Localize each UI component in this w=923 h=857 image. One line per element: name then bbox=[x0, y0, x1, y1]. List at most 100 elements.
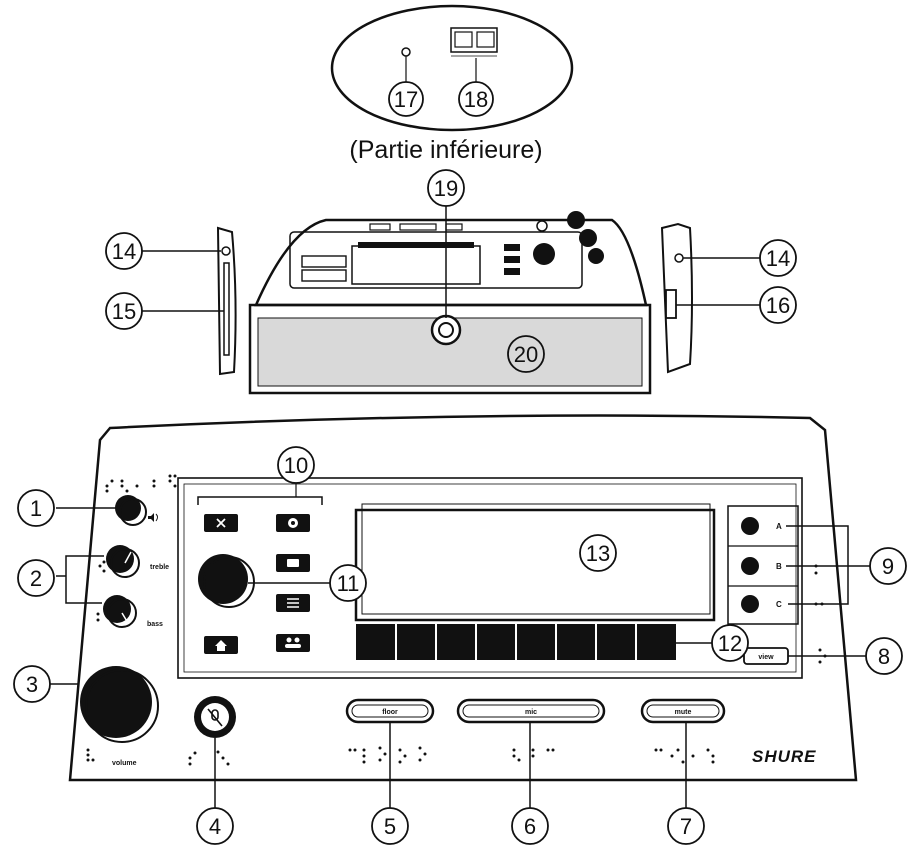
console-body bbox=[68, 414, 858, 782]
svg-text:3: 3 bbox=[26, 672, 38, 697]
rj45-ports bbox=[450, 27, 498, 57]
svg-text:10: 10 bbox=[284, 453, 308, 478]
callout-19: 19 bbox=[427, 169, 465, 207]
callout-18: 18 bbox=[458, 81, 494, 117]
floor-button[interactable]: floor bbox=[345, 698, 435, 724]
callout-17: 17 bbox=[388, 81, 424, 117]
group-button[interactable] bbox=[276, 634, 310, 652]
svg-text:14: 14 bbox=[766, 246, 790, 271]
mic-label: mic bbox=[525, 709, 537, 716]
svg-text:14: 14 bbox=[112, 239, 136, 264]
channel-c-button[interactable]: C bbox=[741, 595, 782, 613]
mute-label: mute bbox=[675, 709, 692, 716]
list-button[interactable] bbox=[276, 594, 310, 612]
treble-label: treble bbox=[150, 564, 169, 571]
channel-c-label: C bbox=[776, 600, 782, 609]
rear-view bbox=[248, 206, 652, 395]
bottom-view-ellipse bbox=[330, 4, 574, 132]
treble-knob[interactable] bbox=[106, 545, 140, 578]
main-display bbox=[354, 508, 716, 622]
card-slot bbox=[223, 262, 230, 356]
view-button[interactable]: view bbox=[743, 647, 789, 665]
left-side-view bbox=[140, 226, 237, 376]
function-key-strip[interactable] bbox=[356, 624, 676, 660]
svg-text:13: 13 bbox=[586, 541, 610, 566]
bass-label: bass bbox=[147, 621, 163, 628]
volume-label: volume bbox=[112, 760, 137, 767]
mute-button[interactable]: mute bbox=[640, 698, 726, 724]
bottom-port-hole bbox=[401, 47, 411, 57]
group-icon bbox=[285, 637, 301, 648]
headphone-jack-right bbox=[674, 253, 684, 263]
channel-b-button[interactable]: B bbox=[741, 557, 782, 575]
callout-5: 5 bbox=[371, 807, 409, 845]
mic-mute-button[interactable] bbox=[194, 696, 236, 738]
callout-3: 3 bbox=[13, 665, 51, 703]
close-icon bbox=[216, 518, 226, 528]
volume-knob[interactable] bbox=[80, 666, 159, 743]
svg-text:17: 17 bbox=[394, 87, 418, 112]
svg-text:19: 19 bbox=[434, 176, 458, 201]
control-panel bbox=[177, 477, 803, 679]
mic-off-icon bbox=[207, 708, 223, 727]
callout-11: 11 bbox=[329, 564, 367, 602]
caption: (Partie inférieure) bbox=[349, 136, 542, 164]
gear-icon bbox=[288, 518, 298, 528]
svg-text:2: 2 bbox=[30, 566, 42, 591]
usb-port bbox=[665, 289, 677, 319]
list-icon bbox=[287, 598, 299, 608]
callout-4: 4 bbox=[196, 807, 234, 845]
view-label: view bbox=[758, 654, 774, 661]
channel-a-button[interactable]: A bbox=[741, 517, 782, 535]
svg-text:12: 12 bbox=[718, 631, 742, 656]
front-console: A B C view bbox=[50, 414, 870, 808]
callout-16: 16 bbox=[759, 286, 797, 324]
svg-text:16: 16 bbox=[766, 293, 790, 318]
channel-a-label: A bbox=[776, 522, 782, 531]
volume-small-knob[interactable] bbox=[115, 495, 147, 526]
callout-13: 13 bbox=[579, 534, 617, 572]
mic-button[interactable]: mic bbox=[456, 698, 606, 724]
home-icon bbox=[215, 640, 227, 651]
callout-7: 7 bbox=[667, 807, 705, 845]
bottom-view-inset: (Partie inférieure) bbox=[330, 4, 574, 164]
callout-20: 20 bbox=[507, 335, 545, 373]
svg-text:5: 5 bbox=[384, 814, 396, 839]
speaker-icon bbox=[148, 513, 158, 522]
callout-6: 6 bbox=[511, 807, 549, 845]
svg-text:7: 7 bbox=[680, 814, 692, 839]
bass-knob[interactable] bbox=[103, 595, 137, 628]
callout-10: 10 bbox=[277, 446, 315, 484]
braille-markings bbox=[86, 474, 827, 766]
close-button[interactable] bbox=[204, 514, 238, 532]
headphone-jack-left bbox=[221, 246, 231, 256]
callout-2: 2 bbox=[17, 559, 55, 597]
settings-button[interactable] bbox=[276, 514, 310, 532]
svg-text:1: 1 bbox=[30, 496, 42, 521]
svg-text:20: 20 bbox=[514, 342, 538, 367]
svg-text:11: 11 bbox=[337, 571, 360, 596]
right-side-view bbox=[660, 222, 760, 374]
svg-text:4: 4 bbox=[209, 814, 221, 839]
svg-text:15: 15 bbox=[112, 299, 136, 324]
home-button[interactable] bbox=[204, 636, 238, 654]
svg-text:18: 18 bbox=[464, 87, 488, 112]
floor-label: floor bbox=[382, 709, 398, 716]
svg-text:8: 8 bbox=[878, 644, 890, 669]
message-button[interactable] bbox=[276, 554, 310, 572]
callout-14-right: 14 bbox=[759, 239, 797, 277]
callout-8: 8 bbox=[865, 637, 903, 675]
svg-text:9: 9 bbox=[882, 554, 894, 579]
callout-9: 9 bbox=[869, 547, 907, 585]
brand-logo: SHURE bbox=[752, 747, 817, 766]
message-icon bbox=[287, 559, 299, 567]
navigation-knob[interactable] bbox=[198, 554, 255, 608]
softkey-bracket bbox=[197, 496, 323, 505]
callout-markers: 1 2 3 4 5 6 7 8 9 10 11 12 13 14 15 14 1… bbox=[13, 81, 907, 845]
callout-15: 15 bbox=[105, 292, 143, 330]
callout-14-left: 14 bbox=[105, 232, 143, 270]
svg-text:6: 6 bbox=[524, 814, 536, 839]
channel-b-label: B bbox=[776, 562, 782, 571]
callout-12: 12 bbox=[711, 624, 749, 662]
